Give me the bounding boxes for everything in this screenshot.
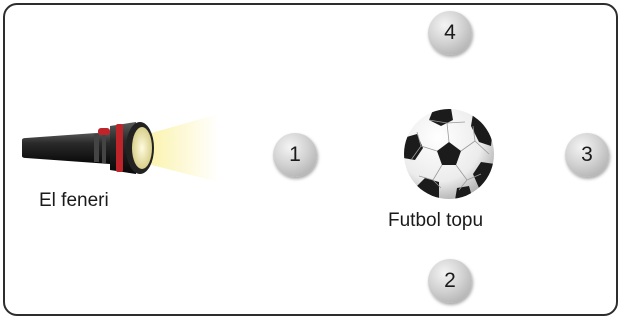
soccer-ball-icon [404, 109, 494, 199]
position-marker-3: 3 [565, 133, 609, 177]
flashlight-icon [22, 114, 218, 182]
position-marker-2: 2 [428, 259, 472, 303]
position-marker-1: 1 [273, 133, 317, 177]
ball-label: Futbol topu [388, 210, 484, 231]
flashlight-label: El feneri [39, 190, 109, 211]
position-marker-4: 4 [428, 11, 472, 55]
